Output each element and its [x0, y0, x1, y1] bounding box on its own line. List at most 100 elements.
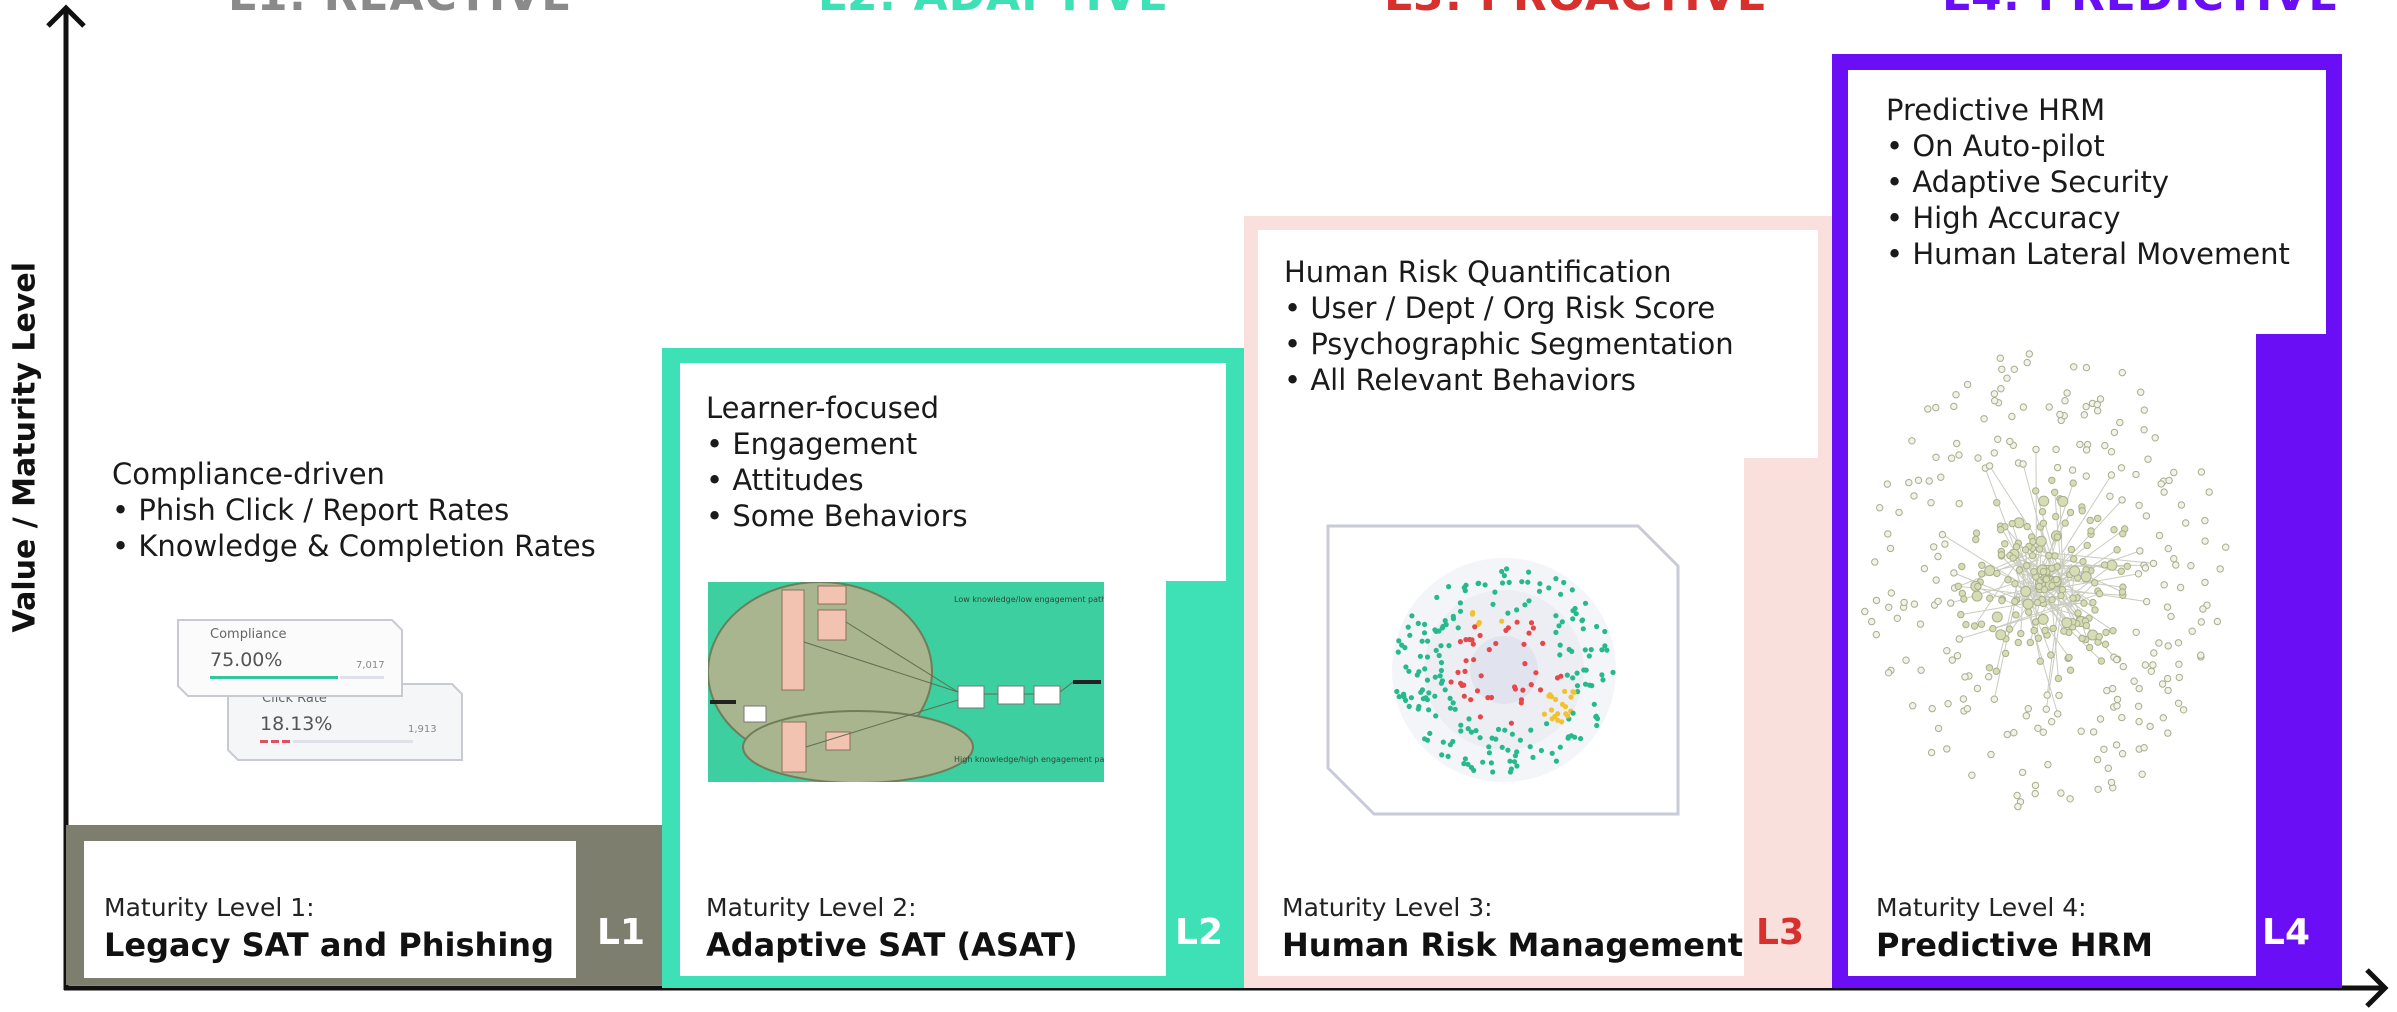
level-2-title: Adaptive SAT (ASAT) — [706, 926, 1078, 964]
network-node — [2041, 626, 2049, 635]
network-node — [1932, 453, 1940, 462]
bullet: Some Behaviors — [706, 498, 1206, 534]
network-node — [2061, 617, 2073, 629]
risk-dot — [1506, 579, 1512, 585]
network-node — [2057, 591, 2065, 600]
network-node — [2078, 634, 2086, 643]
network-node — [2093, 407, 2102, 415]
network-node — [1995, 629, 2007, 641]
network-node — [1997, 385, 2005, 393]
network-node — [1993, 499, 2001, 507]
network-node — [2061, 519, 2069, 527]
network-node — [1876, 504, 1884, 512]
risk-dot — [1408, 695, 1414, 701]
network-node — [2068, 466, 2077, 474]
network-node — [2138, 770, 2146, 778]
network-edge — [2037, 589, 2123, 596]
network-node — [2080, 599, 2088, 607]
network-node — [2175, 673, 2183, 682]
risk-dot — [1472, 624, 1478, 630]
risk-dot — [1461, 693, 1467, 699]
network-node — [2136, 547, 2144, 555]
network-node — [2076, 440, 2084, 449]
risk-dot — [1426, 707, 1432, 713]
network-node — [2035, 545, 2044, 553]
network-node — [1978, 570, 1986, 578]
network-node — [2141, 661, 2150, 669]
risk-segmentation-chart — [1326, 524, 1680, 816]
network-node — [2048, 476, 2056, 485]
network-node — [1934, 724, 1943, 733]
risk-dot — [1540, 640, 1546, 646]
risk-dot — [1427, 730, 1433, 736]
network-node — [2030, 626, 2038, 635]
risk-dot — [1570, 710, 1576, 716]
risk-dot — [1537, 581, 1543, 587]
bullet: Adaptive Security — [1886, 164, 2336, 200]
network-edge — [1989, 465, 2064, 581]
network-node — [1952, 391, 1960, 399]
risk-dot — [1499, 744, 1505, 750]
network-node — [2117, 464, 2126, 472]
network-node — [2118, 713, 2126, 722]
risk-dot — [1501, 573, 1507, 579]
risk-dot — [1417, 653, 1423, 659]
level-1-small-label: Maturity Level 1: — [104, 893, 315, 922]
level-4-title: Predictive HRM — [1876, 926, 2154, 964]
risk-dot — [1403, 697, 1409, 703]
network-node — [2055, 691, 2063, 700]
risk-dot — [1486, 750, 1492, 756]
level-4-description: Predictive HRM On Auto-pilot Adaptive Se… — [1886, 92, 2336, 272]
network-node — [2039, 728, 2048, 736]
network-node — [1993, 569, 2001, 578]
network-node — [2032, 445, 2040, 454]
risk-dot — [1455, 669, 1461, 675]
risk-dot — [1570, 616, 1576, 622]
level-4-heading: Predictive HRM — [1886, 93, 2106, 127]
network-node — [1902, 656, 1910, 664]
network-node — [2012, 611, 2020, 619]
network-edge — [1959, 609, 2057, 640]
network-node — [1934, 597, 1942, 605]
risk-dot — [1447, 695, 1453, 701]
risk-dot — [1559, 619, 1565, 625]
network-node — [2179, 706, 2188, 714]
network-node — [2110, 428, 2119, 437]
network-node — [1927, 748, 1936, 757]
risk-dot — [1403, 664, 1409, 670]
network-node — [2222, 543, 2230, 551]
risk-dot — [1426, 690, 1432, 696]
network-node — [1954, 582, 1963, 591]
network-node — [1944, 700, 1952, 708]
risk-dot — [1482, 582, 1488, 588]
risk-dot — [1565, 734, 1572, 740]
risk-dot — [1457, 600, 1463, 606]
network-node — [2100, 745, 2108, 753]
network-node — [2035, 535, 2047, 547]
risk-dot — [1553, 758, 1559, 764]
network-node — [2008, 412, 2016, 421]
network-node — [2155, 531, 2164, 540]
network-edge — [2022, 463, 2050, 565]
network-node — [2074, 609, 2082, 617]
risk-dot — [1432, 674, 1438, 680]
risk-dot — [1548, 707, 1555, 713]
level-3-heading: Human Risk Quantification — [1284, 255, 1672, 289]
risk-dot — [1502, 727, 1508, 733]
network-node — [2097, 657, 2106, 665]
network-node — [2107, 778, 2116, 787]
network-node — [1900, 598, 1908, 607]
risk-dot — [1457, 639, 1463, 645]
network-node — [2033, 598, 2042, 607]
network-nodes — [1861, 350, 2230, 811]
network-node — [2113, 695, 2122, 704]
risk-dot — [1433, 647, 1439, 653]
network-node — [1953, 439, 1961, 448]
network-node — [2201, 578, 2209, 587]
risk-dot — [1553, 696, 1559, 703]
risk-dot — [1439, 625, 1445, 631]
network-node — [2066, 795, 2074, 803]
risk-dot — [1604, 647, 1610, 653]
bullet: Knowledge & Completion Rates — [112, 528, 612, 564]
risk-dot — [1544, 721, 1550, 727]
